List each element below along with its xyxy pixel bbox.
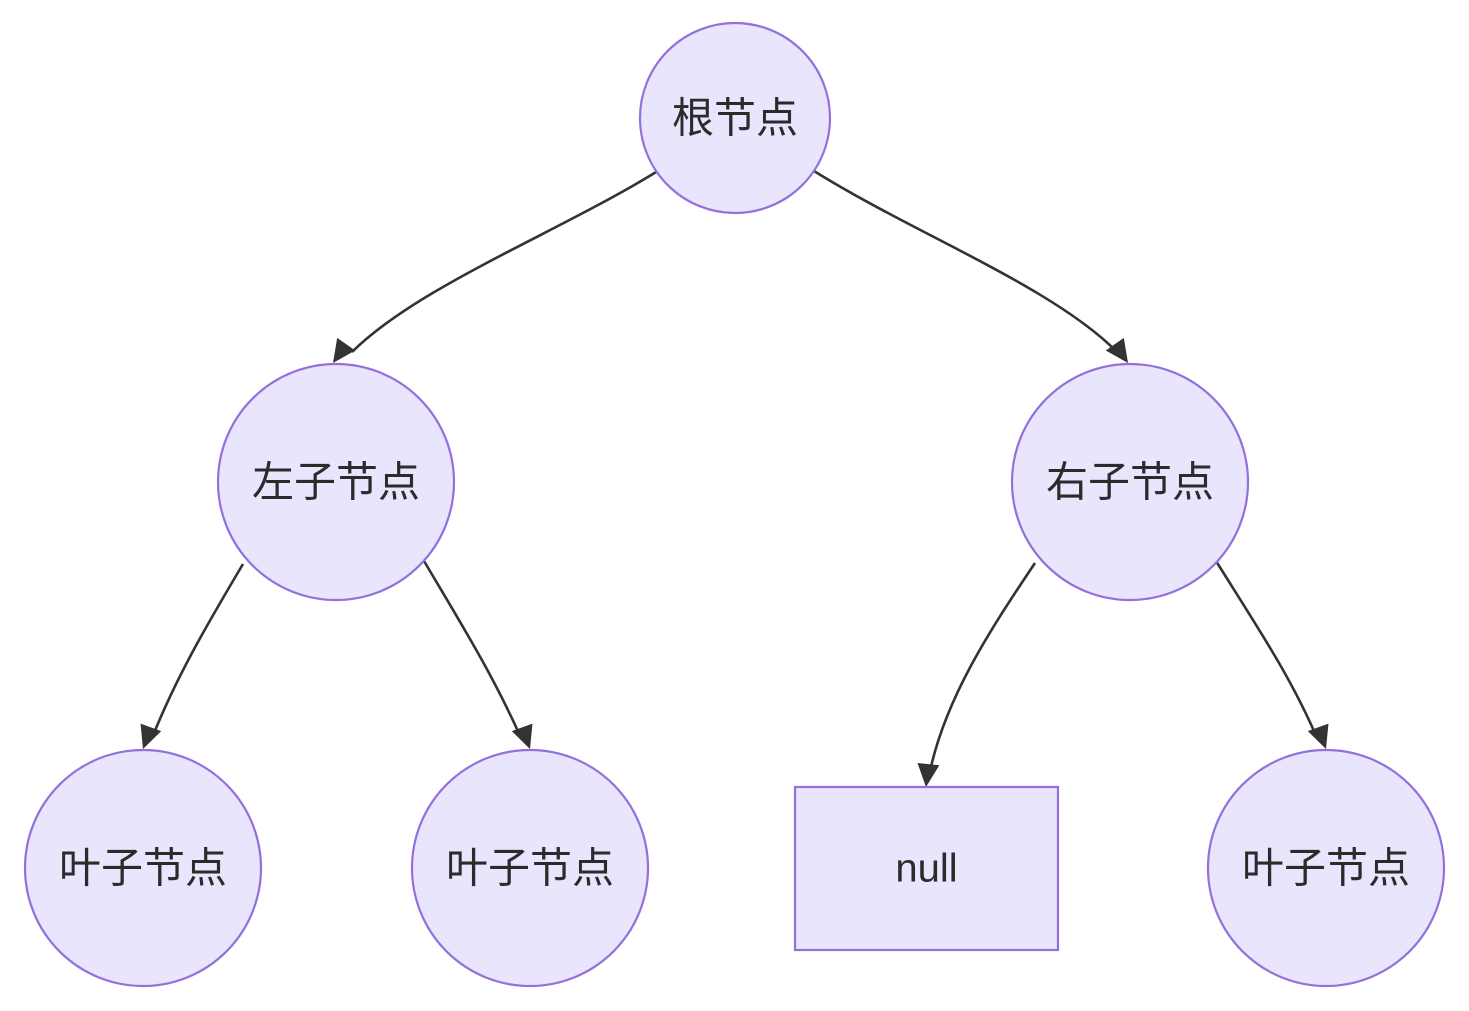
edge-root-to-right-child <box>813 169 1128 363</box>
node-circle-shape[interactable] <box>638 21 832 215</box>
arrow-head-icon <box>333 337 356 363</box>
arrow-head-icon <box>140 723 162 749</box>
arrow-head-icon <box>511 723 533 749</box>
edge-right-child-to-null-node <box>917 562 1037 787</box>
edge-left-child-to-leaf-1 <box>140 563 245 749</box>
edge-line <box>422 560 523 739</box>
edge-left-child-to-leaf-2 <box>422 560 533 749</box>
arrow-head-icon <box>1307 723 1329 749</box>
node-left-child[interactable]: 左子节点 <box>216 362 456 602</box>
edge-line <box>813 169 1118 353</box>
node-label: 叶子节点 <box>1242 845 1410 892</box>
edges-layer <box>140 167 1329 787</box>
node-circle-shape[interactable] <box>1010 362 1250 602</box>
node-label: 右子节点 <box>1046 459 1214 506</box>
node-circle-shape[interactable] <box>410 748 650 988</box>
arrow-head-icon <box>1105 337 1128 363</box>
edge-line <box>351 167 662 353</box>
edge-line <box>927 562 1037 777</box>
node-right-child[interactable]: 右子节点 <box>1010 362 1250 602</box>
edge-line <box>1214 560 1319 739</box>
arrow-head-icon <box>917 762 940 787</box>
node-circle-shape[interactable] <box>23 748 263 988</box>
edge-right-child-to-leaf-3 <box>1214 560 1329 749</box>
node-label: null <box>895 847 957 891</box>
node-leaf-3[interactable]: 叶子节点 <box>1206 748 1446 988</box>
node-root[interactable]: 根节点 <box>638 21 832 215</box>
node-null-node[interactable]: null <box>793 785 1060 952</box>
edge-line <box>150 563 245 739</box>
node-circle-shape[interactable] <box>216 362 456 602</box>
node-leaf-1[interactable]: 叶子节点 <box>23 748 263 988</box>
node-leaf-2[interactable]: 叶子节点 <box>410 748 650 988</box>
node-rect-shape[interactable] <box>793 785 1060 952</box>
node-label: 叶子节点 <box>59 845 227 892</box>
node-circle-shape[interactable] <box>1206 748 1446 988</box>
node-label: 左子节点 <box>252 459 420 506</box>
edge-root-to-left-child <box>333 167 662 363</box>
node-label: 叶子节点 <box>446 845 614 892</box>
node-label: 根节点 <box>672 95 798 142</box>
